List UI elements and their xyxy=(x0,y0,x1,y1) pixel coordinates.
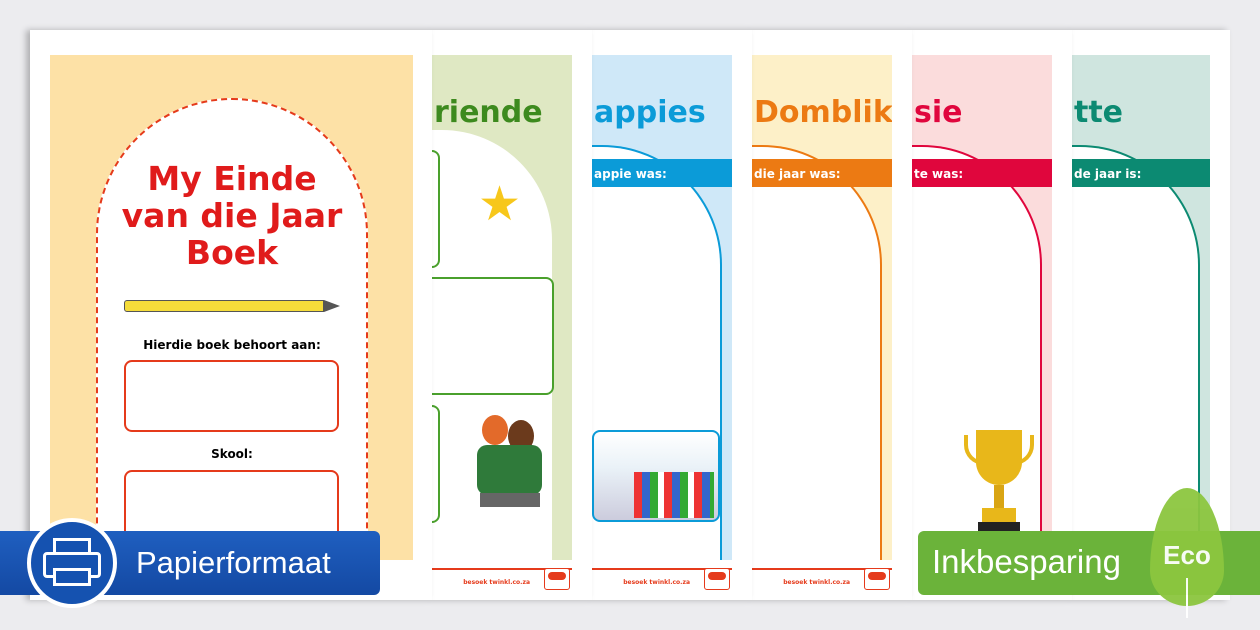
pencil-icon xyxy=(124,300,324,312)
title-line: van die Jaar xyxy=(121,196,343,235)
twinkl-logo xyxy=(704,568,730,590)
page-strip: die jaar was: xyxy=(752,159,892,187)
page-title: tte xyxy=(1074,95,1124,130)
page-strip: appie was: xyxy=(592,159,732,187)
page-panel: Domblik die jaar was: xyxy=(752,55,892,560)
school-box xyxy=(124,470,339,540)
friends-illustration xyxy=(462,415,562,535)
twinkl-logo xyxy=(864,568,890,590)
title-line: Boek xyxy=(185,233,279,272)
footer-line xyxy=(592,568,732,570)
page-strip: de jaar is: xyxy=(1072,159,1210,187)
page-panel: riende ★ xyxy=(432,55,572,560)
page-arch xyxy=(752,145,882,560)
footer-line xyxy=(432,568,572,570)
pencil-tip xyxy=(324,300,340,312)
page-title: riende xyxy=(434,95,543,130)
page-title: appies xyxy=(594,95,706,130)
footer-line xyxy=(752,568,892,570)
page-panel: tte de jaar is: xyxy=(1072,55,1210,560)
photo-box xyxy=(432,150,440,268)
owner-box xyxy=(124,360,339,432)
page-title: Domblik xyxy=(754,95,892,130)
star-icon: ★ xyxy=(478,176,522,232)
worksheet-page-2: appies appie was: besoek twinkl.co.za xyxy=(592,30,752,600)
bus-illustration xyxy=(592,430,720,522)
page-strip: te was: xyxy=(912,159,1052,187)
eco-label: Eco xyxy=(1163,540,1211,570)
owner-label: Hierdie boek behoort aan: xyxy=(143,338,321,352)
school-label: Skool: xyxy=(211,447,253,461)
cover-page: My Einde van die Jaar Boek Hierdie boek … xyxy=(30,30,432,600)
worksheet-page-5: tte de jaar is: xyxy=(1072,30,1230,600)
footer-text: besoek twinkl.co.za xyxy=(623,579,690,586)
worksheet-page-4: sie te was: xyxy=(912,30,1072,600)
photo-box xyxy=(432,405,440,523)
title-line: My Einde xyxy=(147,159,317,198)
printer-icon xyxy=(27,518,117,608)
footer-text: besoek twinkl.co.za xyxy=(463,579,530,586)
page-panel: appies appie was: xyxy=(592,55,732,560)
cover-title: My Einde van die Jaar Boek xyxy=(96,160,368,271)
worksheet-page-3: Domblik die jaar was: besoek twinkl.co.za xyxy=(752,30,912,600)
photo-box xyxy=(432,277,554,395)
page-arch xyxy=(912,145,1042,560)
footer-text: besoek twinkl.co.za xyxy=(783,579,850,586)
twinkl-logo xyxy=(544,568,570,590)
page-title: sie xyxy=(914,95,963,130)
page-panel: sie te was: xyxy=(912,55,1052,560)
ink-saving-label: Inkbesparing xyxy=(932,543,1121,580)
paper-size-label: Papierformaat xyxy=(136,545,331,580)
worksheet-page-1: riende ★ besoek twinkl.co.za xyxy=(432,30,592,600)
